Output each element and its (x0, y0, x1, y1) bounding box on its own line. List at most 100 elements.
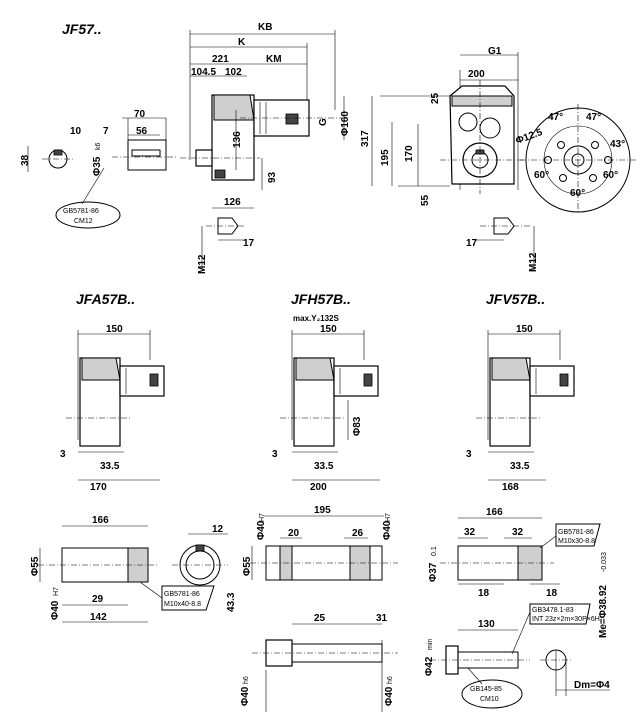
jfa-key-bolt: M10x40-8.8 (164, 601, 201, 608)
jfh-dim-phi83: Φ83 (352, 416, 363, 436)
angle-43: 43° (610, 139, 625, 150)
jfh-motor-limit-note: max.Y₂132S (293, 314, 339, 323)
dim-K: K (238, 37, 246, 48)
title-jfv57b: JFV57B.. (486, 291, 545, 307)
jfa-dim-phi40: Φ40 (50, 600, 61, 620)
dim-55: 55 (420, 194, 431, 206)
jfv-dim-32b: 32 (512, 527, 524, 538)
jfv-key-standard: GB5781-86 (558, 529, 594, 536)
jfa-dim-43-3: 43.3 (226, 592, 237, 612)
dim-17a: 17 (243, 238, 255, 249)
jf-side-view: KB K 221 KM 104.5 102 136 G Φ160 93 126 … (180, 22, 351, 274)
jfh-dim-33-5: 33.5 (314, 461, 334, 472)
jfh-dim-phi40b: Φ40 (382, 520, 393, 540)
jfv-dim-Dm: Dm=Φ4 (574, 680, 610, 691)
key-bolt: CM12 (74, 218, 93, 225)
jfh-dim-200: 200 (310, 482, 327, 493)
jfv-dim-phi37-tol: 0.1 (431, 546, 438, 556)
dim-17b: 17 (466, 238, 478, 249)
dim-10: 10 (70, 126, 82, 137)
jfv-dim-33-5: 33.5 (510, 461, 530, 472)
jfv-dim-Me-tol: -0.033 (601, 552, 608, 572)
dim-136: 136 (232, 131, 243, 148)
dim-93: 93 (267, 171, 278, 183)
jfa-dim-12: 12 (212, 524, 224, 535)
dim-70: 70 (134, 109, 146, 120)
jfa-dim-33-5: 33.5 (100, 461, 120, 472)
dim-M12a: M12 (197, 254, 208, 274)
jfh-dim-25: 25 (314, 613, 326, 624)
jfh-hollow-shaft-section: 195 Φ40 H7 Φ40 H7 20 26 Φ55 25 31 Φ40 h6… (240, 505, 398, 712)
jfv-center-cm10: CM10 (480, 696, 499, 703)
jfv-dim-phi37: Φ37 (428, 562, 439, 582)
dim-phi35: Φ35 (92, 156, 103, 176)
dim-317: 317 (360, 130, 371, 147)
title-jf57: JF57.. (62, 21, 102, 37)
jfh-dim-3: 3 (272, 449, 278, 460)
jfh-dim-20: 20 (288, 528, 300, 539)
jfv-spline-standard: GB3478.1-83 (532, 607, 574, 614)
jf-flange-view: Φ12.5 47° 47° 43° 60° 60° 60° (514, 104, 636, 214)
jfh-dim-26: 26 (352, 528, 364, 539)
jfv-dim-phi42-tol: min (427, 639, 434, 650)
dim-38: 38 (20, 154, 31, 166)
jfv-dim-Me: Me=Φ38.92 (598, 585, 609, 638)
dim-G: G (318, 118, 329, 126)
title-jfh57b: JFH57B.. (291, 291, 351, 307)
dim-56: 56 (136, 126, 148, 137)
dim-phi35-tol: k6 (95, 143, 102, 151)
jfv-dim-130: 130 (478, 619, 495, 630)
dim-phi160: Φ160 (340, 111, 351, 136)
jfv-hollow-shaft-section: 166 32 32 Φ37 0.1 18 18 GB5781-86 M10x30… (424, 507, 610, 709)
jfa-dim-150: 150 (106, 324, 123, 335)
angle-60-bottom: 60° (570, 188, 585, 199)
jf-front-view: G1 200 317 195 25 170 55 17 M12 (360, 46, 539, 272)
jfa-dim-142: 142 (90, 612, 107, 623)
angle-60-right: 60° (603, 170, 618, 181)
jfa-hollow-shaft-section: 166 Φ55 Φ40 H7 29 142 12 43.3 GB5781-86 … (30, 515, 237, 623)
jfa-dim-29: 29 (92, 594, 104, 605)
jfh-dim-phi40a-tol: H7 (259, 513, 266, 522)
dim-KM: KM (266, 54, 282, 65)
dim-phi12-5: Φ12.5 (514, 127, 544, 147)
angle-47-right: 47° (586, 112, 601, 123)
jfv-dim-150: 150 (516, 324, 533, 335)
jfv-dim-phi42: Φ42 (424, 656, 435, 676)
jfv-dim-32a: 32 (464, 527, 476, 538)
dim-25: 25 (430, 92, 441, 104)
dim-104-5: 104.5 (191, 67, 216, 78)
jfv-dim-166: 166 (486, 507, 503, 518)
jfh-dim-150: 150 (320, 324, 337, 335)
jfh-dim-phi40b-tol: H7 (385, 513, 392, 522)
jfa-dim-phi40-tol: H7 (53, 587, 60, 596)
angle-60-left: 60° (534, 170, 549, 181)
jfv-center-standard: GB145-85 (470, 686, 502, 693)
jfa-dim-166: 166 (92, 515, 109, 526)
dim-7: 7 (103, 126, 109, 137)
dim-126: 126 (224, 197, 241, 208)
jfh-dim-195: 195 (314, 505, 331, 516)
jfv-dim-3: 3 (466, 449, 472, 460)
jfh-dim-phi40a: Φ40 (256, 520, 267, 540)
jfv-spline-spec: INT 23z×2m×30P×6H (532, 616, 600, 623)
dim-221: 221 (212, 54, 229, 65)
jfv-dim-18a: 18 (478, 588, 490, 599)
jfv-key-bolt: M10x30-8.8 (558, 538, 595, 545)
title-jfa57b: JFA57B.. (76, 291, 135, 307)
dim-170: 170 (404, 145, 415, 162)
jfh-dim-31: 31 (376, 613, 388, 624)
jfa-dim-phi55: Φ55 (30, 556, 41, 576)
jfa-dim-3: 3 (60, 449, 66, 460)
jf-shaft-end-detail: 70 56 7 10 38 Φ35 k6 GB5781-86 CM12 (20, 109, 176, 229)
jfv-dim-168: 168 (502, 482, 519, 493)
jfa-key-standard: GB5781-86 (164, 591, 200, 598)
jfa-side-view: 150 3 33.5 170 (60, 324, 165, 493)
jfa-dim-170: 170 (90, 482, 107, 493)
jfh-dim-phi40c-tol: h6 (243, 676, 250, 684)
jfh-side-view: 150 Φ83 3 33.5 200 (272, 324, 380, 493)
dim-KB: KB (258, 22, 272, 33)
jfh-dim-phi40d: Φ40 (384, 686, 395, 706)
dim-102: 102 (225, 67, 242, 78)
key-standard: GB5781-86 (63, 208, 99, 215)
